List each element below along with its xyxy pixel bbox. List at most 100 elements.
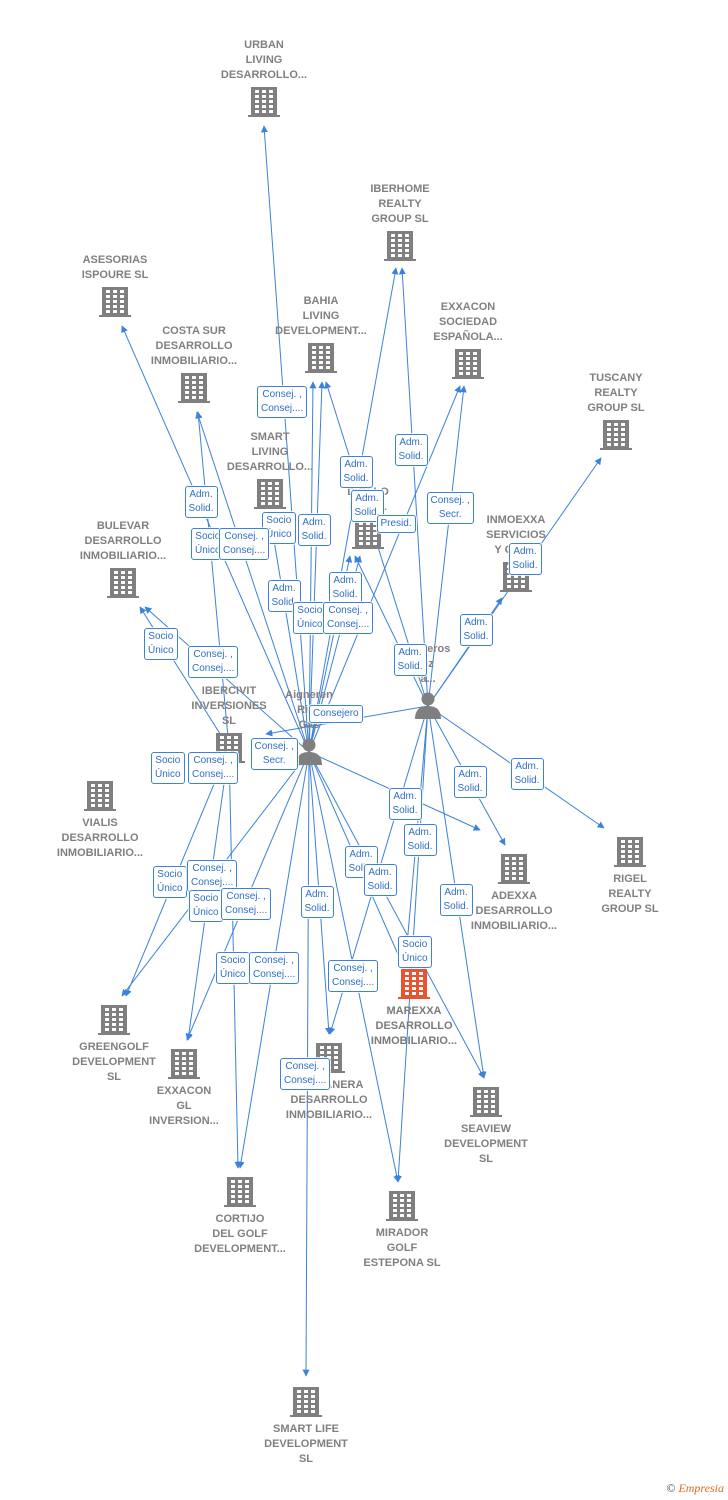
relation-label[interactable]: Consej. , Consej....	[221, 888, 272, 920]
brand-logo[interactable]: Empresia	[678, 1481, 724, 1495]
relation-label[interactable]: Adm. Solid.	[394, 434, 428, 466]
relation-label[interactable]: Adm. Solid.	[393, 644, 427, 676]
relation-label[interactable]: Adm. Solid.	[184, 486, 218, 518]
building-icon	[452, 349, 484, 379]
company-name-line: REALTY	[608, 888, 652, 900]
company-name-line: GOLF	[387, 1242, 418, 1254]
relation-label[interactable]: Socio Único	[144, 628, 178, 660]
person-name-line: Aigneren	[285, 689, 333, 701]
company-name-line: ESPAÑOLA...	[433, 330, 502, 343]
company-name-line: DEVELOPMENT...	[275, 325, 367, 337]
company-node-costanera[interactable]: COSTANERADESARROLLOINMOBILIARIO...	[286, 1043, 372, 1121]
company-name-line: GROUP SL	[587, 402, 645, 414]
company-node-exxacon_soc[interactable]: EXXACONSOCIEDADESPAÑOLA...	[433, 301, 503, 379]
relation-label[interactable]: Adm. Solid.	[300, 886, 334, 918]
relation-label[interactable]: Adm. Solid.	[339, 456, 373, 488]
company-name-line: GL	[176, 1100, 192, 1112]
company-name-line: DESARROLLO	[376, 1020, 453, 1032]
company-node-vialis[interactable]: VIALISDESARROLLOINMOBILIARIO...	[57, 781, 143, 859]
company-name-line: DESARROLLO	[476, 905, 553, 917]
relation-label[interactable]: Adm. Solid.	[297, 514, 331, 546]
relation-label[interactable]: Consej. , Consej....	[188, 752, 239, 784]
company-name-line: DESARROLLO	[85, 535, 162, 547]
relation-label[interactable]: Adm. Solid.	[508, 543, 542, 575]
relation-label[interactable]: Consej. , Consej....	[280, 1058, 331, 1090]
relation-label[interactable]: Socio Único	[151, 752, 185, 784]
relation-label[interactable]: Socio Único	[153, 866, 187, 898]
company-name-line: REALTY	[594, 387, 638, 399]
relation-label[interactable]: Adm. Solid.	[388, 788, 422, 820]
relation-label[interactable]: Adm. Solid.	[403, 824, 437, 856]
relation-label[interactable]: Consej. , Consej....	[219, 528, 270, 560]
company-node-marexxa[interactable]: MAREXXADESARROLLOINMOBILIARIO...	[371, 969, 457, 1047]
company-name-line: DEL GOLF	[212, 1228, 268, 1240]
company-name-line: INMOBILIARIO...	[57, 847, 143, 859]
company-node-smart_living[interactable]: SMARTLIVINGDESARROLLO...	[227, 431, 313, 509]
company-name-line: INMOBILIARIO...	[151, 355, 237, 367]
relation-label[interactable]: Consejero	[309, 705, 363, 723]
relationship-edge	[308, 381, 326, 753]
company-name-line: LIVING	[246, 54, 283, 66]
building-icon	[84, 781, 116, 811]
company-name-line: GREENGOLF	[79, 1041, 149, 1053]
company-node-urban[interactable]: URBANLIVINGDESARROLLO...	[221, 39, 307, 117]
relationship-edge	[195, 411, 230, 749]
company-node-bulevar[interactable]: BULEVARDESARROLLOINMOBILIARIO...	[80, 520, 166, 598]
company-node-bahia[interactable]: BAHIALIVINGDEVELOPMENT...	[275, 295, 367, 373]
relation-label[interactable]: Consej. , Secr.	[426, 492, 474, 524]
footer-credit: © Empresia	[666, 1481, 724, 1496]
company-name-line: DESARROLLO	[291, 1094, 368, 1106]
company-node-tuscany[interactable]: TUSCANY REALTY GROUP SL	[587, 372, 645, 450]
relation-label[interactable]: Consej. , Consej....	[249, 952, 300, 984]
relation-label[interactable]: Consej. , Consej....	[188, 646, 239, 678]
company-name-line: EXXACON	[157, 1085, 211, 1097]
relation-label[interactable]: Socio Único	[191, 528, 225, 560]
company-name-line: DESARROLLO	[62, 832, 139, 844]
relation-label[interactable]: Adm. Solid.	[328, 572, 362, 604]
relation-label[interactable]: Socio Único	[216, 952, 250, 984]
company-name-line: DEVELOPMENT	[72, 1056, 156, 1068]
building-icon	[248, 87, 280, 117]
company-name-line: INMOBILIARIO...	[80, 550, 166, 562]
company-name-line: SL	[479, 1153, 493, 1165]
relationship-edge	[354, 555, 429, 707]
company-name-line: INMOBILIARIO...	[371, 1035, 457, 1047]
building-icon	[98, 1005, 130, 1035]
relation-label[interactable]: Socio Único	[398, 936, 432, 968]
relation-label[interactable]: Consej. , Consej....	[323, 602, 374, 634]
company-name-line: INMOBILIARIO...	[471, 920, 557, 932]
relation-label[interactable]: Consej. , Consej....	[257, 386, 308, 418]
relation-label[interactable]: Adm. Solid.	[453, 766, 487, 798]
relation-label[interactable]: Consej. , Consej....	[328, 960, 379, 992]
company-name-line: TUSCANY	[589, 372, 643, 384]
relation-label[interactable]: Adm. Solid.	[510, 758, 544, 790]
relation-label[interactable]: Socio Único	[293, 602, 327, 634]
relation-label[interactable]: Consej. , Secr.	[250, 738, 298, 770]
building-icon	[224, 1177, 256, 1207]
company-name-line: DEVELOPMENT	[444, 1138, 528, 1150]
relation-label[interactable]: Presid.	[376, 515, 416, 533]
building-icon	[305, 343, 337, 373]
relation-label[interactable]: Socio Único	[189, 890, 223, 922]
company-name-line: SL	[222, 715, 236, 727]
relation-label[interactable]: Adm. Solid.	[439, 884, 473, 916]
building-icon	[352, 519, 384, 549]
relation-label[interactable]: Adm. Solid.	[363, 864, 397, 896]
company-node-costa[interactable]: COSTA SURDESARROLLOINMOBILIARIO...	[151, 325, 237, 403]
relation-label[interactable]: Consej. , Consej....	[187, 860, 238, 892]
person-node-aigneren[interactable]: AignerenRiosGas	[285, 689, 333, 765]
relation-label[interactable]: Adm. Solid.	[459, 614, 493, 646]
building-icon	[290, 1387, 322, 1417]
company-node-adexxa[interactable]: ADEXXADESARROLLOINMOBILIARIO...	[471, 854, 557, 932]
company-name-line: DESARROLLO...	[227, 461, 313, 473]
company-node-exxacon_gl[interactable]: EXXACONGLINVERSION...	[149, 1049, 219, 1127]
building-icon	[178, 373, 210, 403]
